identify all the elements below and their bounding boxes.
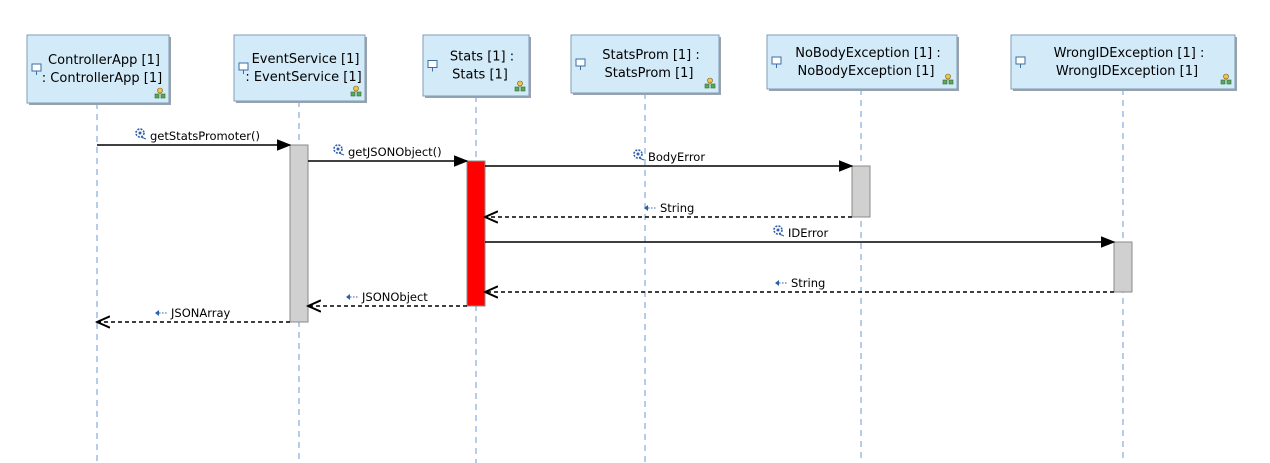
instance-icon xyxy=(942,73,954,85)
instance-icon xyxy=(350,85,362,97)
lifeline-type-statsprom: StatsProm [1] xyxy=(604,66,693,81)
message-jsonarray-reply[interactable]: JSONArray xyxy=(97,306,290,322)
message-iderror[interactable]: IDError xyxy=(485,225,1116,248)
lifeline-title-wrongidexception: WrongIDException [1] : xyxy=(1054,46,1205,61)
lifeline-icon xyxy=(31,63,42,75)
message-bodyerror[interactable]: BodyError xyxy=(485,149,854,172)
message-string-reply-1[interactable]: String xyxy=(485,201,852,217)
lifeline-head-statsprom[interactable]: StatsProm [1] : StatsProm [1] xyxy=(570,34,721,95)
message-label-jsonarray-reply: JSONArray xyxy=(170,306,231,320)
message-label-getstatspromoter: getStatsPromoter() xyxy=(150,129,260,143)
activation-wrongidexception[interactable] xyxy=(1113,241,1133,293)
gear-icon xyxy=(135,128,147,140)
lifeline-icon xyxy=(1015,56,1026,68)
message-label-string-reply-2: String xyxy=(791,276,825,290)
message-getstatspromoter[interactable]: getStatsPromoter() xyxy=(97,128,292,151)
lifeline-title-controllerapp: ControllerApp [1] xyxy=(48,53,160,68)
instance-icon xyxy=(514,80,526,92)
gear-icon xyxy=(333,144,345,156)
instance-icon xyxy=(704,77,716,89)
lifeline-type-wrongidexception: WrongIDException [1] xyxy=(1056,64,1198,79)
lifeline-type-stats: Stats [1] xyxy=(452,68,508,83)
message-label-iderror: IDError xyxy=(788,226,829,240)
return-arrow-icon xyxy=(346,294,359,300)
return-arrow-icon xyxy=(155,310,168,316)
message-label-jsonobject-reply: JSONObject xyxy=(361,290,428,304)
lifeline-title-eventservice: EventService [1] xyxy=(252,52,360,67)
lifeline-title-stats: Stats [1] : xyxy=(450,50,514,65)
instance-icon xyxy=(1220,73,1232,85)
lifeline-title-statsprom: StatsProm [1] : xyxy=(602,48,700,63)
activation-stats[interactable] xyxy=(466,160,486,307)
lifeline-title-nobodyexception: NoBodyException [1] : xyxy=(795,46,941,61)
lifeline-head-nobodyexception[interactable]: NoBodyException [1] : NoBodyException [1] xyxy=(766,34,959,91)
lifeline-type-eventservice: : EventService [1] xyxy=(245,70,361,85)
message-getjsonobject[interactable]: getJSONObject() xyxy=(308,144,469,167)
activation-nobodyexception[interactable] xyxy=(851,165,871,218)
message-jsonobject-reply[interactable]: JSONObject xyxy=(308,290,467,306)
message-label-string-reply-1: String xyxy=(660,201,694,215)
return-arrow-icon xyxy=(775,280,788,286)
lifeline-icon xyxy=(575,58,586,70)
gear-icon xyxy=(773,225,785,237)
lifeline-type-controllerapp: : ControllerApp [1] xyxy=(42,71,162,86)
activation-eventservice[interactable] xyxy=(289,144,309,323)
message-label-getjsonobject: getJSONObject() xyxy=(348,145,442,159)
lifeline-head-eventservice[interactable]: EventService [1] : EventService [1] xyxy=(233,34,367,103)
lifeline-head-wrongidexception[interactable]: WrongIDException [1] : WrongIDException [… xyxy=(1010,34,1237,91)
gear-icon xyxy=(633,149,645,161)
return-arrow-icon xyxy=(644,205,657,211)
instance-icon xyxy=(154,87,166,99)
lifeline-head-stats[interactable]: Stats [1] : Stats [1] xyxy=(422,34,531,98)
message-label-bodyerror: BodyError xyxy=(648,150,705,164)
message-string-reply-2[interactable]: String xyxy=(485,276,1114,292)
lifeline-icon xyxy=(427,60,438,72)
lifeline-icon xyxy=(238,62,249,74)
lifeline-icon xyxy=(771,56,782,68)
lifeline-type-nobodyexception: NoBodyException [1] xyxy=(797,64,934,79)
lifeline-head-controllerapp[interactable]: ControllerApp [1] : ControllerApp [1] xyxy=(26,34,171,105)
